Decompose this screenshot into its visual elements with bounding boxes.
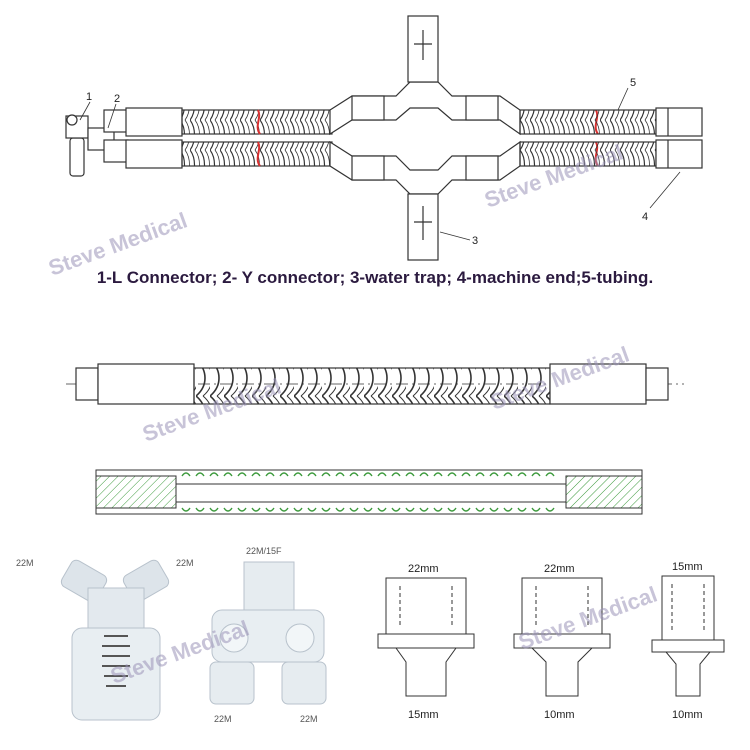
- lower-water-trap: [329, 140, 521, 261]
- connector-1-bottom: 15mm: [408, 709, 439, 721]
- y-connector: [87, 109, 129, 163]
- trap-photo-label-left: 22M: [214, 714, 232, 724]
- rib-row-bottom: [181, 507, 555, 512]
- y-photo-label-left: 22M: [16, 558, 34, 568]
- callout-labels: 1 2 3 4 5: [86, 77, 648, 247]
- connector-3-top: 15mm: [672, 561, 703, 573]
- machine-end: [655, 107, 703, 169]
- callout-2: 2: [114, 93, 120, 105]
- watermark-1: Steve Medical: [45, 207, 190, 280]
- rib-row-top: [181, 472, 555, 477]
- tubing-line-drawing: [66, 363, 684, 405]
- connector-1-top: 22mm: [408, 563, 439, 575]
- trap-photo-label-right: 22M: [300, 714, 318, 724]
- connector-2-top: 22mm: [544, 563, 575, 575]
- callout-3: 3: [472, 235, 478, 247]
- connector-2-bottom: 10mm: [544, 709, 575, 721]
- connector-22-10: [513, 577, 611, 697]
- connector-15-10: [651, 575, 725, 697]
- connector-22-15: [377, 577, 475, 697]
- breathing-circuit-diagram: [65, 15, 703, 261]
- l-connector: [65, 114, 89, 177]
- y-photo-label-right: 22M: [176, 558, 194, 568]
- upper-water-trap: [329, 15, 521, 136]
- callout-5: 5: [630, 77, 636, 89]
- connector-labels: 22mm 15mm 22mm 10mm 15mm 10mm: [408, 561, 703, 721]
- y-connector-photo: 22M 22M: [16, 558, 194, 721]
- connector-3-bottom: 10mm: [672, 709, 703, 721]
- figure-caption: 1-L Connector; 2- Y connector; 3-water t…: [96, 268, 654, 287]
- trap-photo-label-top: 22M/15F: [246, 546, 282, 556]
- connector-drawings: [377, 575, 725, 697]
- callout-1: 1: [86, 91, 92, 103]
- callout-4: 4: [642, 211, 648, 223]
- tubing-section-drawing: [95, 469, 643, 515]
- water-trap-photo: 22M/15F 22M 22M: [209, 546, 327, 724]
